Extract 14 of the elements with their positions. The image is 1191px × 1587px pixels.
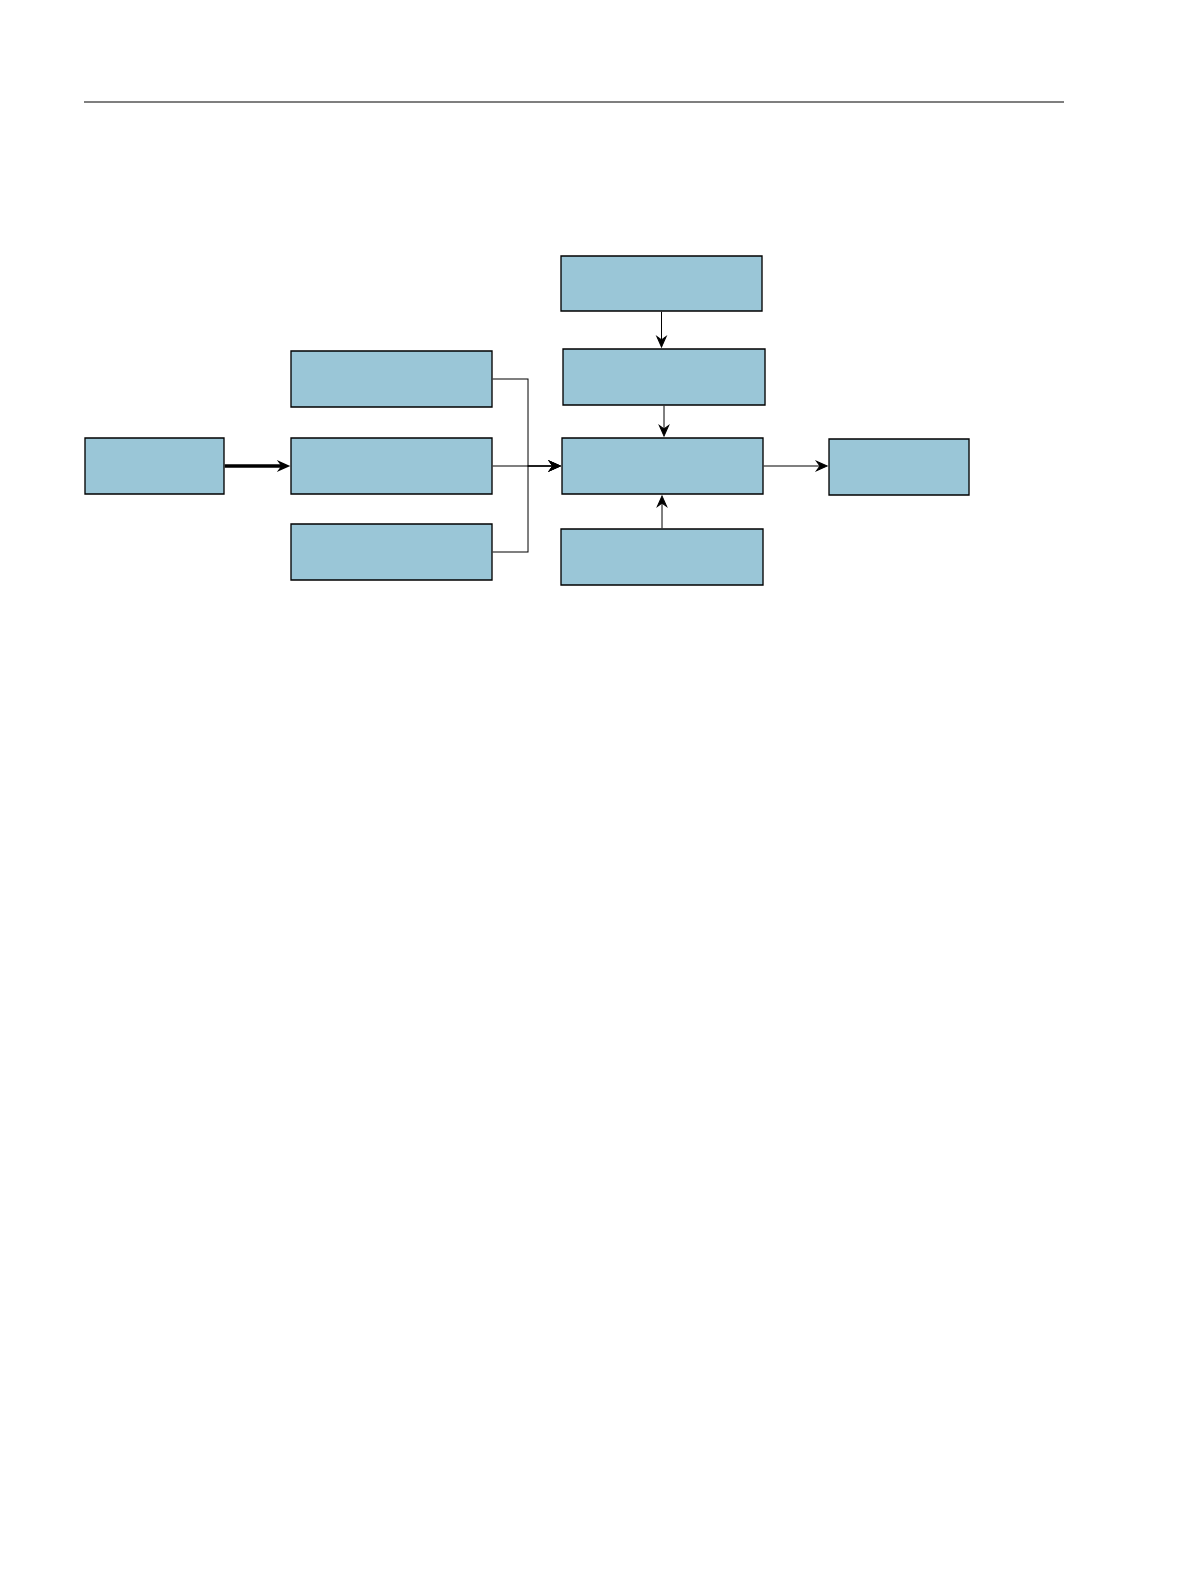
process-box — [290, 350, 493, 408]
arrow — [656, 495, 668, 529]
process-box — [560, 528, 764, 586]
process-box — [561, 437, 764, 495]
arrow — [492, 460, 561, 553]
arrow — [763, 460, 828, 472]
process-box — [562, 348, 766, 406]
process-box — [290, 437, 493, 495]
process-box — [828, 438, 970, 496]
process-box — [84, 437, 225, 495]
process-box — [290, 523, 493, 581]
arrow — [658, 405, 670, 437]
arrow — [656, 311, 667, 348]
process-box — [560, 255, 763, 312]
